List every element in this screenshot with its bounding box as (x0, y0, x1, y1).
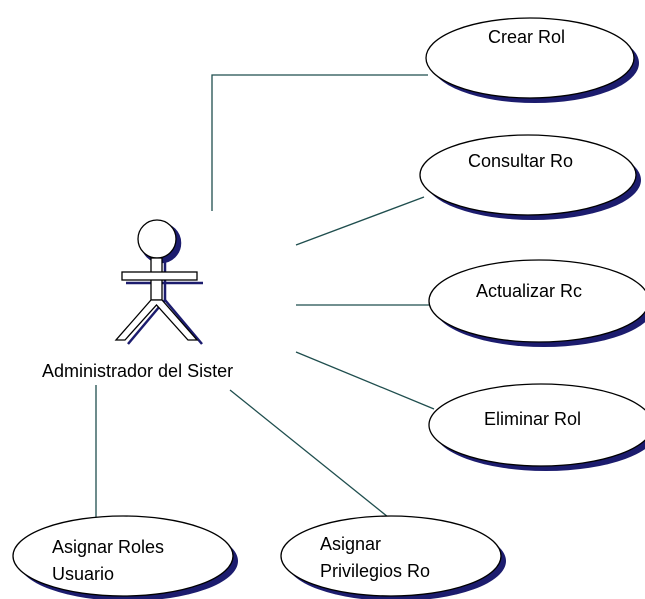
actor-legs (114, 299, 199, 341)
use-case-eliminar-rol[interactable]: Eliminar Rol (428, 383, 645, 471)
actor-head (137, 219, 177, 259)
use-case-ellipse (12, 515, 234, 597)
use-case-crear-rol[interactable]: Crear Rol (425, 17, 639, 103)
use-case-ellipse (425, 17, 635, 99)
use-case-ellipse (428, 383, 645, 467)
associations (95, 74, 435, 518)
use-case-label: Eliminar Rol (484, 409, 581, 429)
association-eliminar-rol (295, 351, 435, 410)
association-asignar-privilegios (229, 389, 389, 518)
actor-arms (121, 271, 198, 281)
use-case-label-line1: Asignar (320, 534, 381, 554)
use-case-label: Crear Rol (488, 27, 565, 47)
use-case-label-line1: Asignar Roles (52, 537, 164, 557)
use-case-asignar-roles-usuario[interactable]: Asignar Roles Usuario (12, 515, 238, 599)
use-case-label-line2: Privilegios Ro (320, 561, 430, 581)
use-case-ellipse (428, 259, 645, 343)
use-case-ellipse (280, 515, 502, 597)
use-case-label-line2: Usuario (52, 564, 114, 584)
actor-label: Administrador del Sister (42, 361, 233, 381)
use-case-actualizar-rol[interactable]: Actualizar Rc (428, 259, 645, 347)
use-case-label: Consultar Ro (468, 151, 573, 171)
use-case-ellipse (419, 134, 637, 216)
use-case-asignar-privilegios-rol[interactable]: Asignar Privilegios Ro (280, 515, 506, 599)
use-case-label: Actualizar Rc (476, 281, 582, 301)
use-case-consultar-rol[interactable]: Consultar Ro (419, 134, 641, 220)
actor-figure[interactable] (114, 219, 199, 341)
association-crear-rol (211, 74, 428, 211)
association-consultar-rol (295, 196, 425, 246)
